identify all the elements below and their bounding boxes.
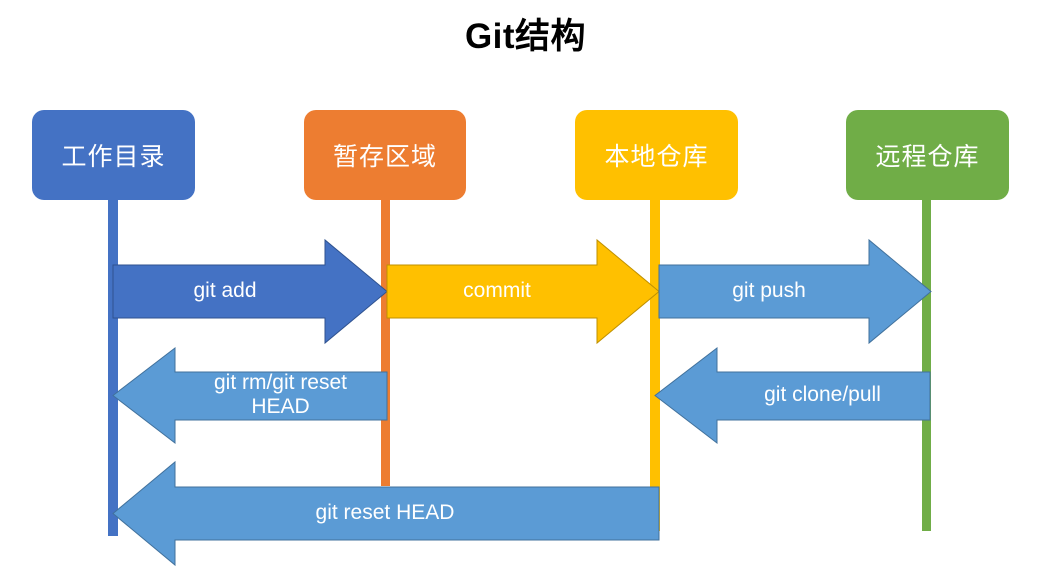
node-working-directory[interactable]: 工作目录 <box>32 110 195 200</box>
arrow-shape-git-push <box>658 238 932 345</box>
node-label-local-repository: 本地仓库 <box>604 143 709 171</box>
node-label-remote-repository: 远程仓库 <box>875 143 980 171</box>
arrow-git-add <box>112 238 388 345</box>
arrow-git-push <box>658 238 932 345</box>
arrow-shape-git-reset-head <box>112 460 660 567</box>
node-label-working-directory: 工作目录 <box>61 143 166 171</box>
lifeline-remote-repository <box>922 196 931 531</box>
arrow-git-rm-git-reset-head <box>112 346 388 445</box>
lifeline-local-repository <box>650 196 660 531</box>
arrow-shape-git-add <box>112 238 388 345</box>
node-remote-repository[interactable]: 远程仓库 <box>846 110 1009 200</box>
arrow-commit <box>386 238 660 345</box>
node-label-staging-area: 暂存区域 <box>332 143 437 171</box>
arrow-shape-commit <box>386 238 660 345</box>
lifeline-staging-area <box>381 196 390 486</box>
page-title: Git结构 <box>464 17 587 56</box>
node-staging-area[interactable]: 暂存区域 <box>304 110 466 200</box>
lifeline-working-directory <box>108 196 118 536</box>
arrow-git-clone-pull <box>654 346 931 445</box>
node-local-repository[interactable]: 本地仓库 <box>575 110 738 200</box>
arrow-shape-git-clone-pull <box>654 346 931 445</box>
arrow-git-reset-head <box>112 460 660 567</box>
arrow-shape-git-rm-git-reset-head <box>112 346 388 445</box>
